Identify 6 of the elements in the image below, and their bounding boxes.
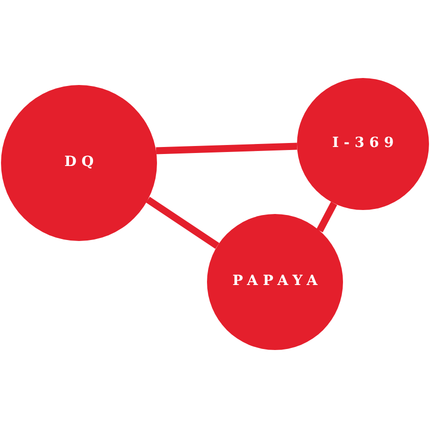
connector-line [156,142,298,154]
node-label: I-369 [331,136,399,152]
connector-line [316,202,338,232]
connector-line [146,196,220,249]
node-label: DQ [63,155,99,171]
node-label: PAPAYA [231,274,322,290]
